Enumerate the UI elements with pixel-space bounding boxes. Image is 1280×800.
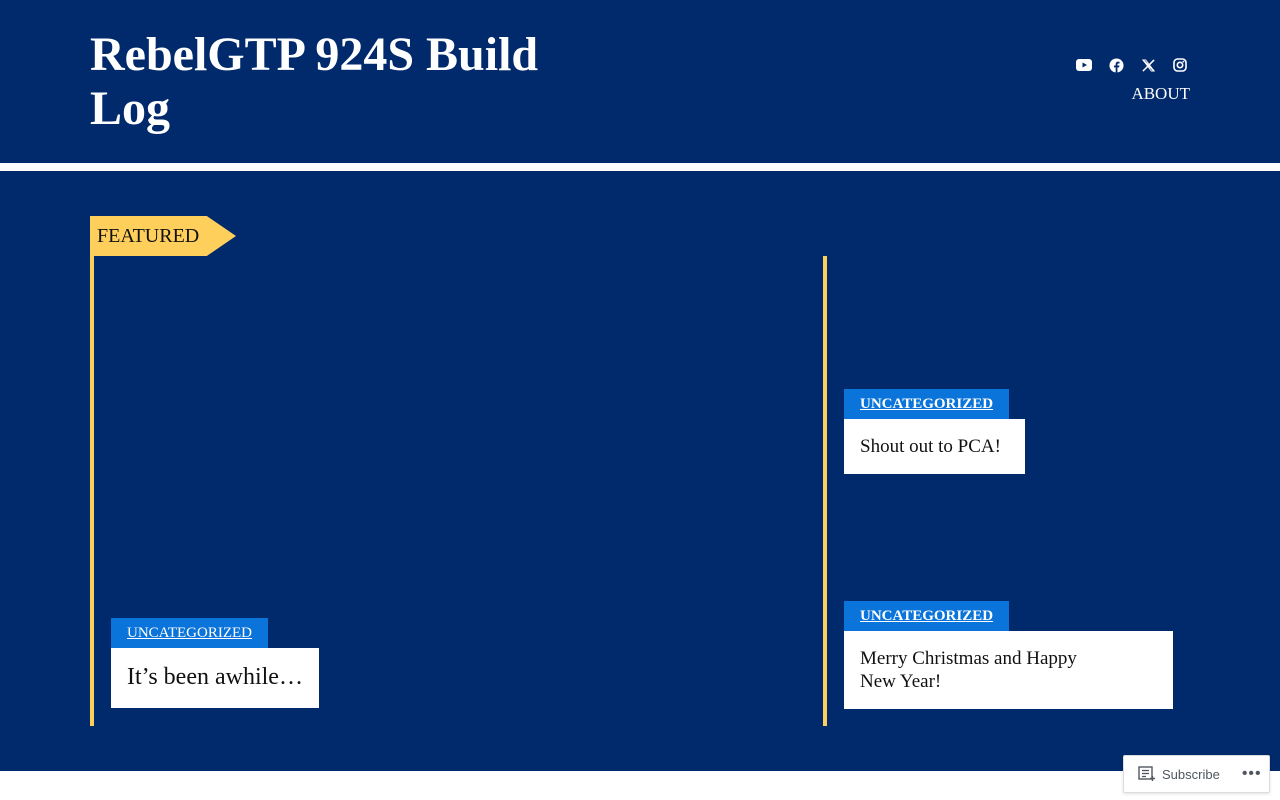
youtube-icon[interactable]: [1074, 55, 1094, 75]
featured-label: FEATURED: [90, 216, 236, 256]
subscribe-label: Subscribe: [1162, 766, 1220, 782]
featured-divider-left: [90, 256, 94, 726]
category-link[interactable]: UNCATEGORIZED: [860, 396, 994, 412]
subscribe-bar: Subscribe •••: [1123, 755, 1270, 793]
social-links: [1074, 55, 1190, 75]
post-title[interactable]: Shout out to PCA!: [860, 436, 1001, 457]
post-title[interactable]: Merry Christmas and Happy New Year!: [860, 648, 1077, 692]
more-options-button[interactable]: •••: [1241, 765, 1262, 782]
post-category-tag: UNCATEGORIZED: [844, 601, 1010, 631]
posts-section: FEATURED UNCATEGORIZED It’s been awhile……: [0, 171, 1280, 771]
subscribe-button[interactable]: Subscribe: [1138, 766, 1220, 782]
post-title-card[interactable]: It’s been awhile…: [111, 648, 319, 708]
post-category-tag: UNCATEGORIZED: [111, 618, 268, 648]
category-link[interactable]: UNCATEGORIZED: [860, 608, 994, 624]
post-title-card[interactable]: Shout out to PCA!: [844, 419, 1025, 474]
post-title[interactable]: It’s been awhile…: [127, 664, 303, 690]
site-header: RebelGTP 924S Build Log: [0, 0, 1280, 163]
post-category-tag: UNCATEGORIZED: [844, 389, 1010, 419]
reader-icon: [1138, 766, 1155, 781]
facebook-icon[interactable]: [1106, 55, 1126, 75]
nav-about-link[interactable]: ABOUT: [1131, 84, 1190, 103]
instagram-icon[interactable]: [1170, 55, 1190, 75]
x-icon[interactable]: [1138, 55, 1158, 75]
post-title-card[interactable]: Merry Christmas and Happy New Year!: [844, 631, 1173, 709]
featured-divider-right: [823, 256, 827, 726]
category-link[interactable]: UNCATEGORIZED: [127, 625, 252, 641]
site-title[interactable]: RebelGTP 924S Build Log: [90, 28, 539, 135]
